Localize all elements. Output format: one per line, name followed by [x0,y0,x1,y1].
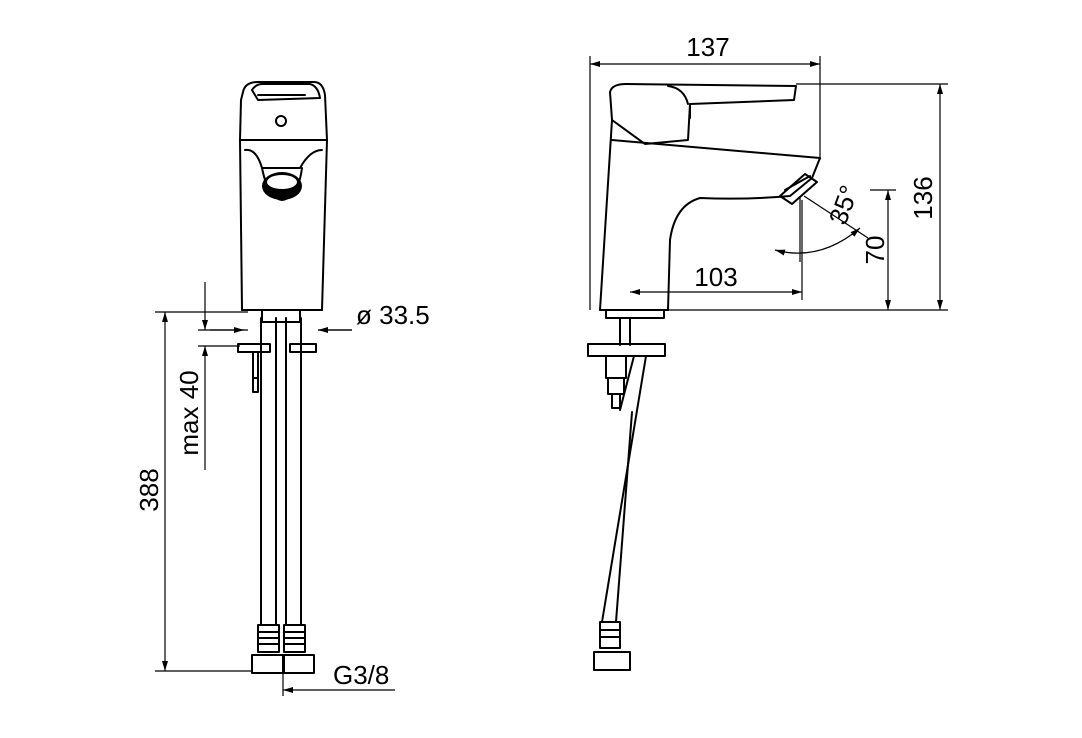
dim-spout-height-label: 70 [860,236,890,265]
dim-height-label: 136 [908,176,938,219]
side-hoses [587,343,666,671]
dim-diameter-label: ø 33.5 [356,300,430,330]
dim-height-total-label: 388 [134,468,164,511]
side-view: 137 136 70 103 35° [587,32,948,671]
front-faucet-body [239,81,328,323]
front-dimensions [155,282,395,696]
dim-max-deck-label: max 40 [174,370,204,455]
dim-length-label: 137 [686,32,729,62]
dim-spout-reach-label: 103 [694,262,737,292]
front-hoses [237,317,317,674]
dim-angle-label: 35° [823,181,865,228]
front-view: 388 max 40 ø 33.5 G3/8 [134,81,430,696]
side-faucet-body [599,83,821,346]
dim-thread-label: G3/8 [333,660,389,690]
side-dimensions [589,56,948,311]
